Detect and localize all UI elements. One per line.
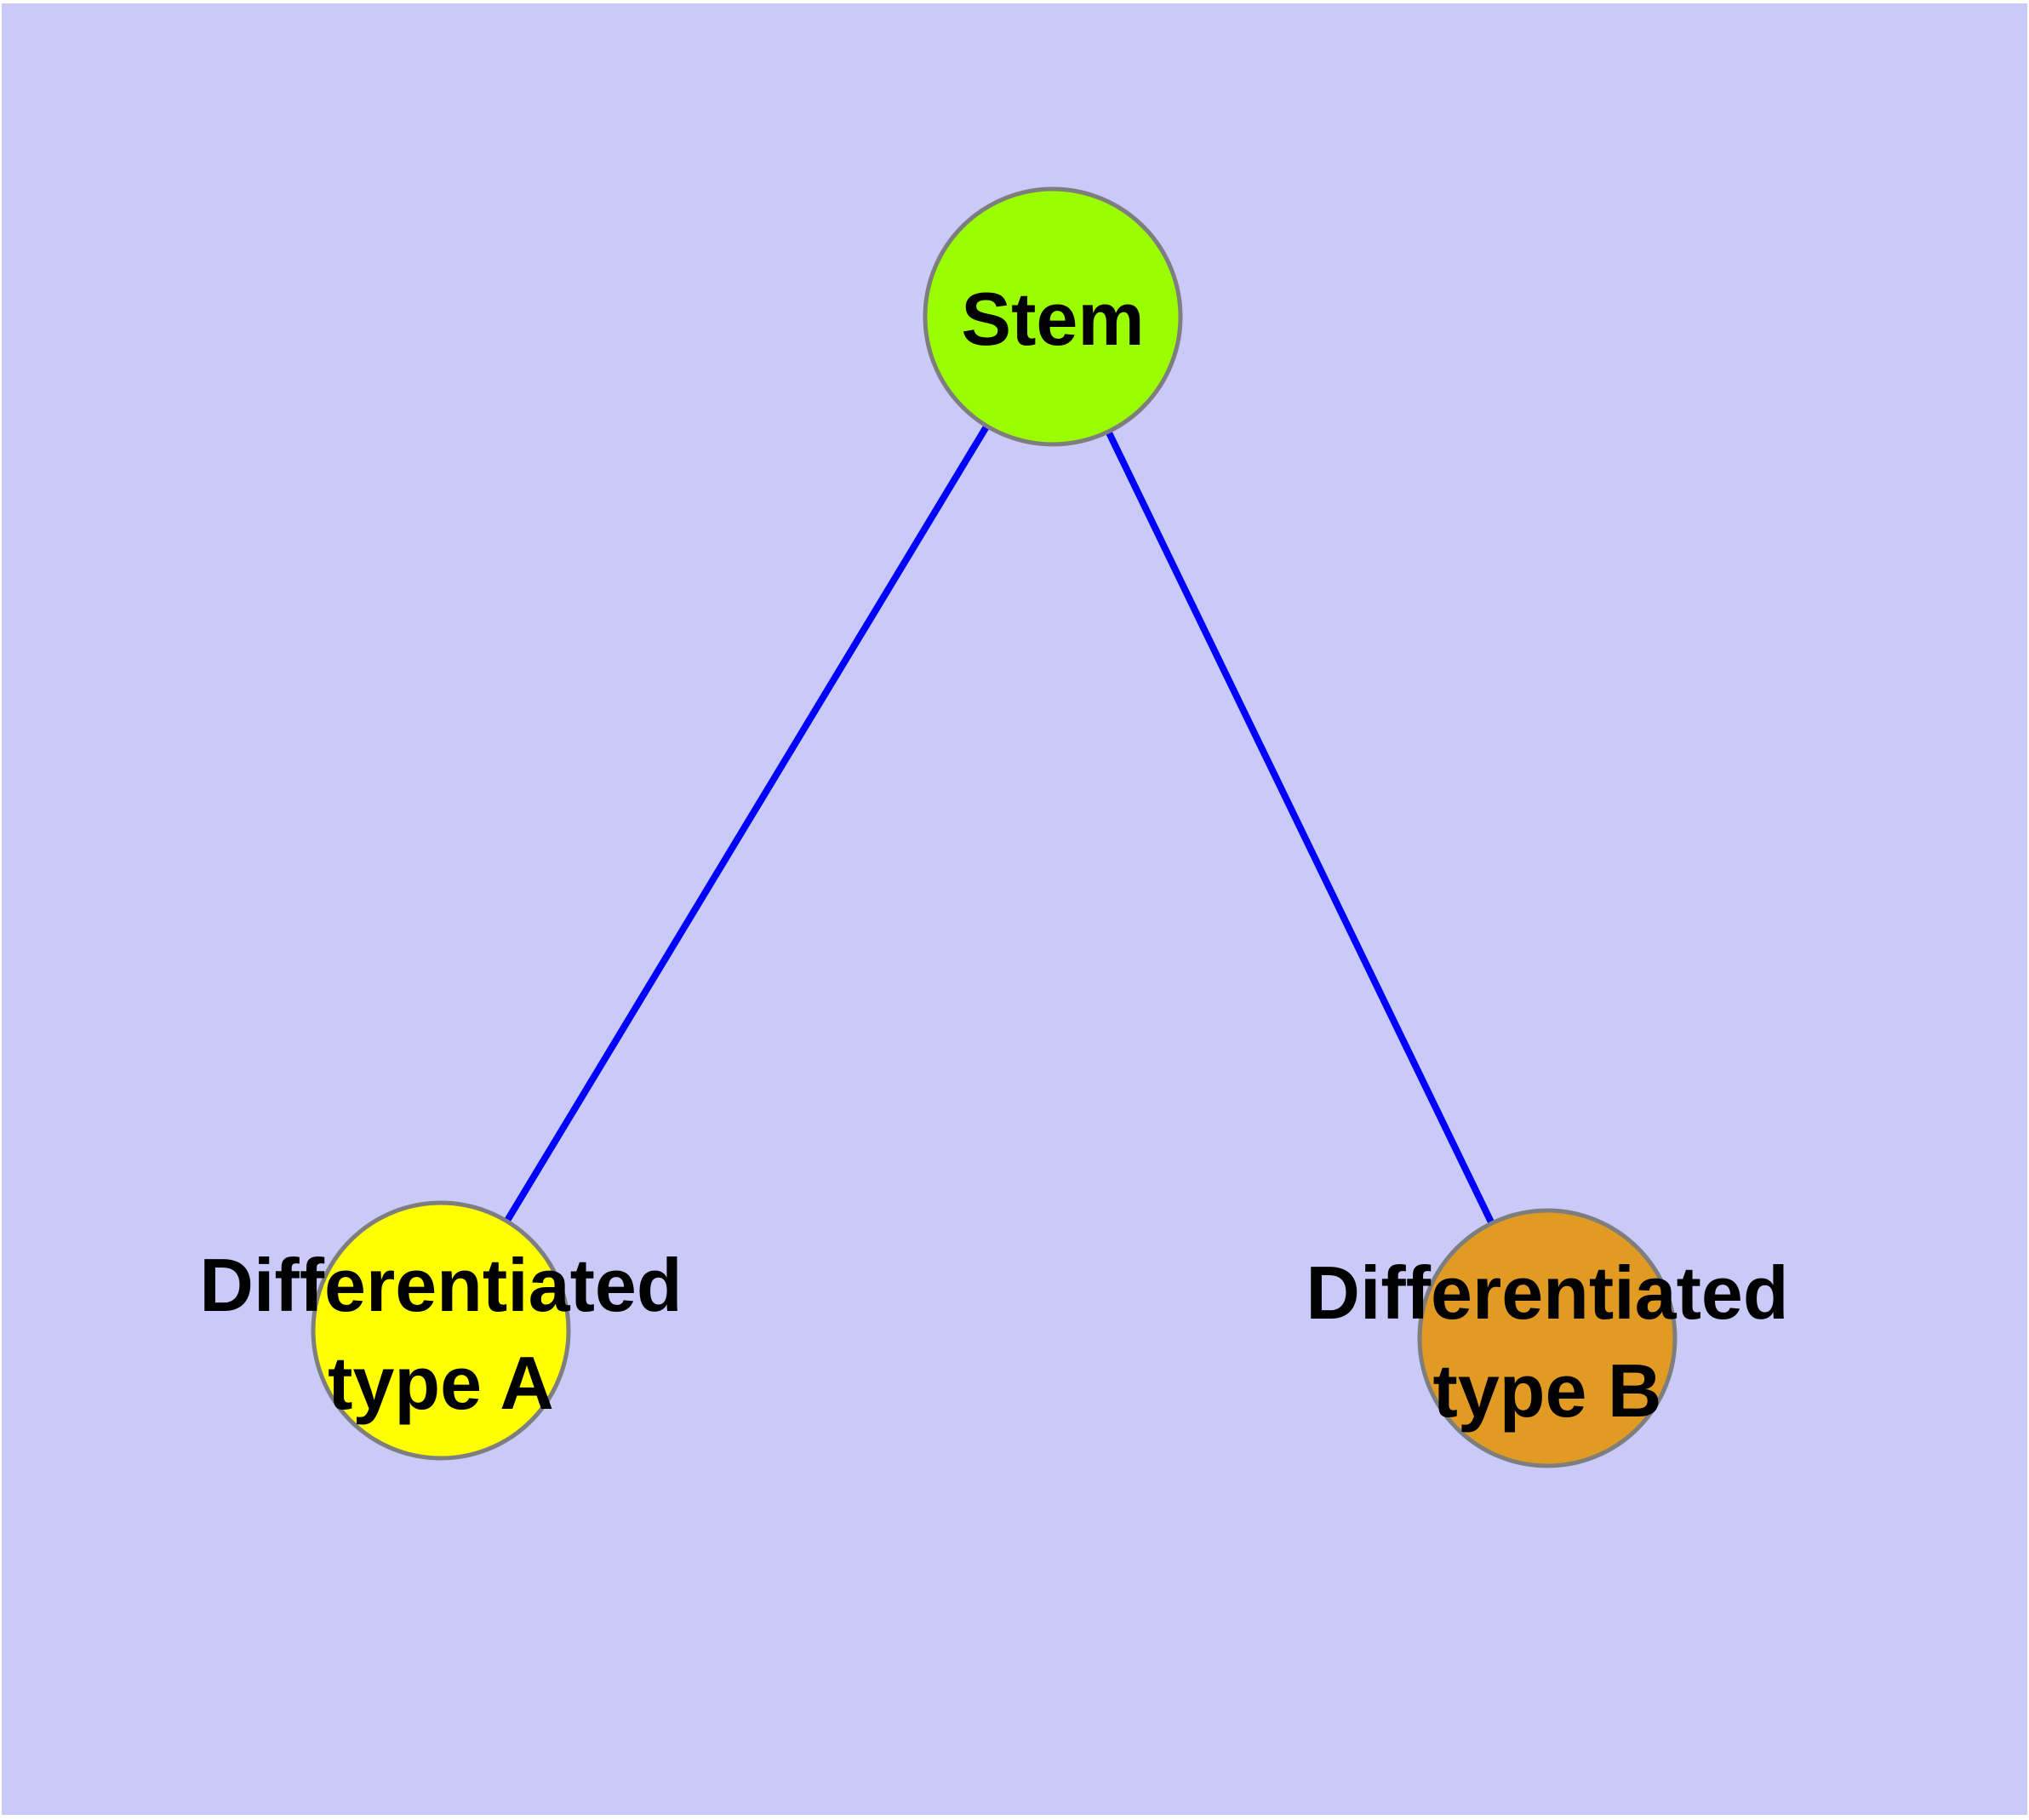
node-differentiated-type-a[interactable]: Differentiated type A — [199, 1200, 683, 1461]
node-type-b-circle[interactable] — [1417, 1208, 1677, 1468]
node-stem[interactable]: Stem — [923, 186, 1183, 447]
nodes: Stem Differentiated type A Differentiate… — [199, 186, 1789, 1468]
edge-stem-to-type-a — [437, 314, 1056, 1333]
edges — [437, 314, 1551, 1340]
node-type-b-label-line2: type B — [1433, 1348, 1662, 1433]
node-stem-label: Stem — [961, 277, 1144, 361]
node-type-a-circle[interactable] — [311, 1200, 571, 1461]
node-differentiated-type-b[interactable]: Differentiated type B — [1306, 1208, 1789, 1468]
edge-stem-to-type-b — [1049, 315, 1551, 1340]
node-type-b-label-line1: Differentiated — [1306, 1251, 1788, 1335]
node-type-a-label-line1: Differentiated — [199, 1243, 682, 1327]
node-type-a-label-line2: type A — [328, 1341, 554, 1425]
node-stem-circle[interactable] — [923, 186, 1183, 447]
